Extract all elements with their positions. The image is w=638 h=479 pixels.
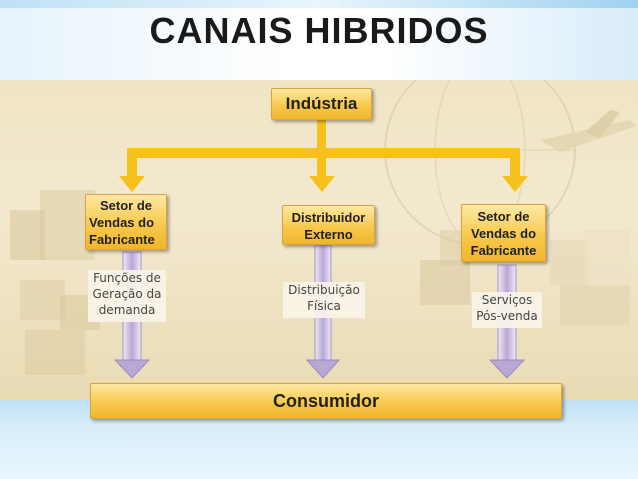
- flow-arrow-left-head: [113, 359, 151, 379]
- header-band: [0, 0, 638, 80]
- label-distribuicao: Distribuição Física: [283, 282, 365, 318]
- label-funcoes-line1: Funções de: [93, 271, 161, 285]
- node-setor-vendas-right: Setor de Vendas do Fabricante: [461, 204, 546, 262]
- node-setor-left-line2: Vendas do: [89, 215, 155, 230]
- flow-arrow-center-head: [305, 359, 341, 379]
- node-setor-right-line1: Setor de: [477, 209, 530, 224]
- label-servicos-line2: Pós-venda: [476, 309, 538, 323]
- node-setor-vendas-left: Setor de Vendas do Fabricante: [85, 194, 167, 250]
- node-distribuidor-line1: Distribuidor: [291, 210, 366, 225]
- connector-center-drop: [317, 148, 326, 178]
- arrowhead-right: [502, 176, 528, 192]
- node-distribuidor: Distribuidor Externo: [282, 205, 375, 245]
- label-servicos-line1: Serviços: [481, 293, 533, 307]
- page-title: CANAIS HIBRIDOS: [149, 10, 489, 51]
- label-funcoes-line3: demanda: [98, 303, 156, 317]
- node-distribuidor-line2: Externo: [304, 227, 353, 242]
- node-setor-left-line3: Fabricante: [89, 232, 155, 247]
- flow-arrow-right-head: [488, 359, 526, 379]
- node-consumidor-label: Consumidor: [273, 391, 379, 411]
- label-servicos: Serviços Pós-venda: [472, 292, 542, 328]
- arrowhead-center: [309, 176, 335, 192]
- label-distribuicao-line2: Física: [307, 299, 341, 313]
- arrowhead-left: [119, 176, 145, 192]
- label-funcoes-line2: Geração da: [92, 287, 162, 301]
- connector-stem: [317, 118, 326, 150]
- label-funcoes: Funções de Geração da demanda: [88, 270, 166, 322]
- connector-left-drop: [127, 148, 137, 178]
- node-setor-right-line2: Vendas do: [470, 226, 537, 241]
- node-setor-right-line3: Fabricante: [470, 243, 537, 258]
- label-distribuicao-line1: Distribuição: [288, 283, 360, 297]
- connector-right-drop: [510, 148, 520, 178]
- node-industria: Indústria: [271, 88, 372, 120]
- node-consumidor: Consumidor: [90, 383, 562, 419]
- node-setor-left-line1: Setor de: [99, 198, 152, 213]
- node-industria-label: Indústria: [285, 94, 358, 113]
